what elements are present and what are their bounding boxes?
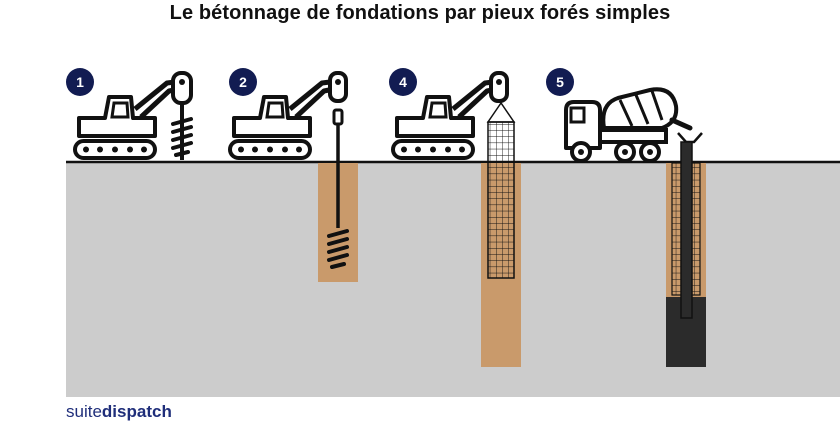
ground bbox=[66, 162, 840, 397]
rebar-cage-icon bbox=[486, 101, 516, 279]
tremie-pipe-icon bbox=[677, 132, 703, 319]
concrete-mixer-truck-icon bbox=[564, 87, 693, 163]
step-badge-5: 5 bbox=[546, 68, 574, 96]
step-badge-2: 2 bbox=[229, 68, 257, 96]
drill-auger-icon bbox=[327, 108, 349, 269]
brand-suffix: dispatch bbox=[101, 402, 172, 421]
excavator-step-4 bbox=[393, 71, 509, 158]
excavator-step-2 bbox=[230, 71, 348, 158]
brand-prefix: suite bbox=[66, 402, 102, 421]
brand-logo: suitedispatch bbox=[66, 402, 172, 422]
diagram-title: Le bétonnage de fondations par pieux for… bbox=[169, 2, 671, 24]
auger-icon bbox=[171, 103, 193, 160]
step-badge-4: 4 bbox=[389, 68, 417, 96]
step-badge-1: 1 bbox=[66, 68, 94, 96]
